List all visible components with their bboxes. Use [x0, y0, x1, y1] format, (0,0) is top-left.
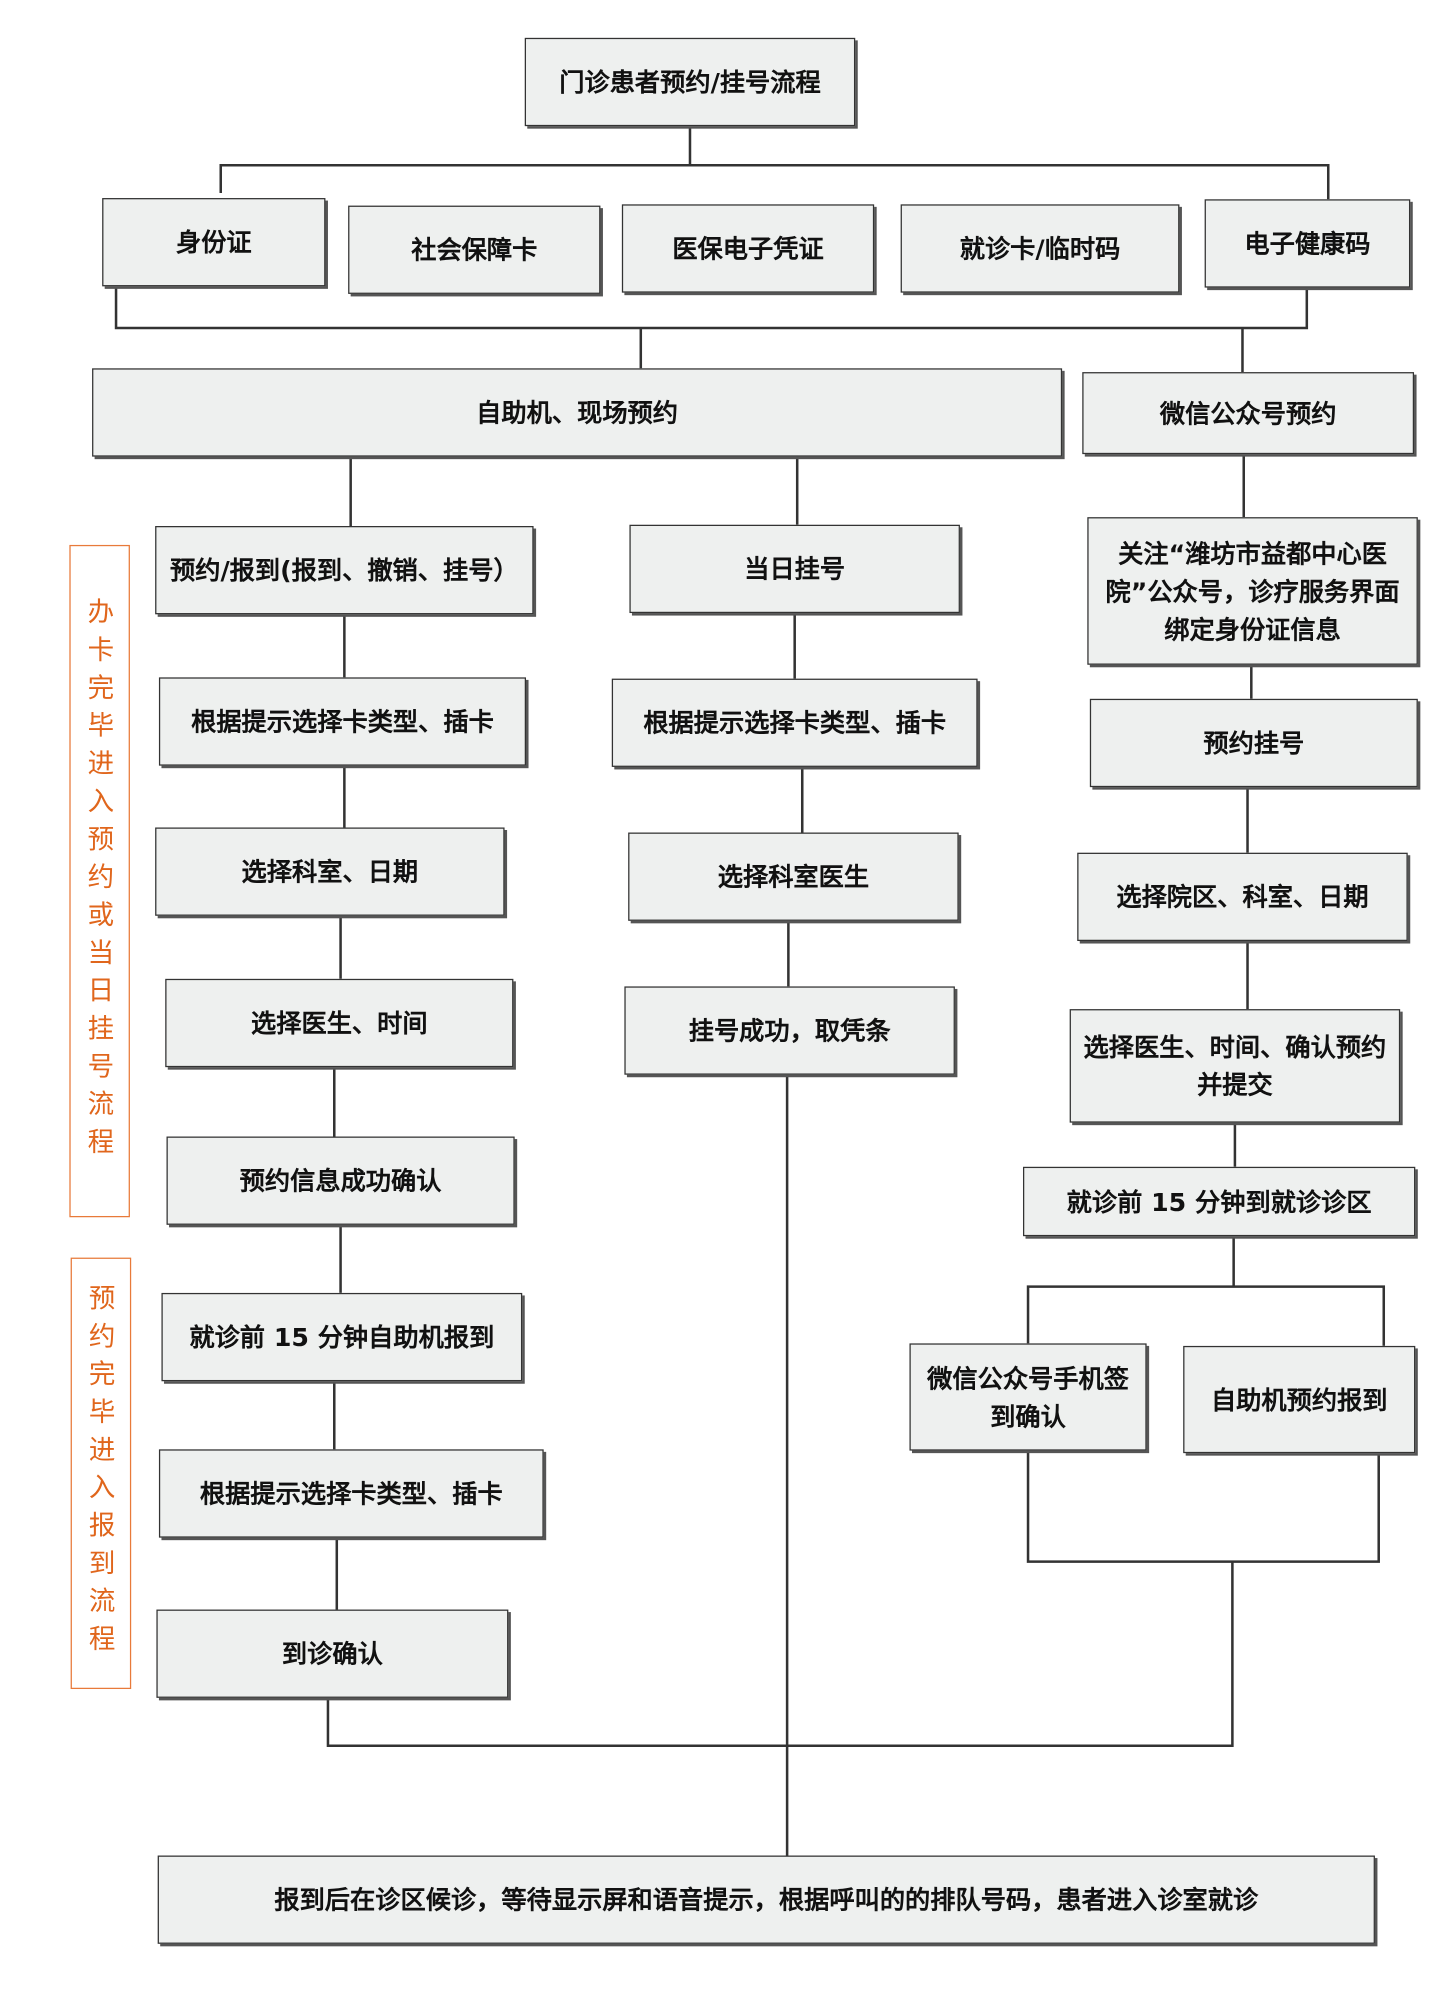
right-step-3: 选择院区、科室、日期	[1077, 852, 1408, 942]
left-step-1: 预约/报到(报到、撤销、挂号）	[155, 526, 534, 615]
left-step-4: 选择医生、时间	[165, 978, 514, 1068]
middle-step-4: 挂号成功，取凭条	[624, 986, 955, 1075]
side-label-registration: 办卡完毕进入预约或当日挂号流程	[69, 544, 130, 1218]
middle-step-2: 根据提示选择卡类型、插卡	[611, 678, 978, 767]
final-step: 报到后在诊区候诊，等待显示屏和语音提示，根据呼叫的的排队号码，患者进入诊室就诊	[157, 1855, 1375, 1944]
side-label-checkin: 预约完毕进入报到流程	[70, 1257, 132, 1690]
channel-onsite: 自助机、现场预约	[92, 368, 1063, 457]
channel-wechat: 微信公众号预约	[1082, 372, 1415, 455]
right-step-4: 选择医生、时间、确认预约并提交	[1069, 1009, 1401, 1123]
id-type-id-card: 身份证	[102, 198, 326, 287]
left-step-7: 根据提示选择卡类型、插卡	[158, 1449, 544, 1538]
left-step-3: 选择科室、日期	[155, 827, 505, 916]
left-step-6: 就诊前 15 分钟自助机报到	[161, 1292, 523, 1382]
right-step-kiosk-checkin: 自助机预约报到	[1183, 1345, 1416, 1454]
left-step-8: 到诊确认	[156, 1609, 509, 1698]
middle-step-3: 选择科室医生	[628, 832, 959, 921]
id-type-social-security-card: 社会保障卡	[348, 205, 601, 294]
right-step-1: 关注“潍坊市益都中心医院”公众号，诊疗服务界面绑定身份证信息	[1087, 517, 1418, 665]
right-step-5: 就诊前 15 分钟到就诊诊区	[1022, 1166, 1416, 1237]
middle-step-1: 当日挂号	[629, 524, 960, 614]
flowchart-title: 门诊患者预约/挂号流程	[524, 37, 856, 127]
id-type-health-code: 电子健康码	[1204, 199, 1411, 288]
left-step-2: 根据提示选择卡类型、插卡	[158, 677, 527, 766]
left-step-5: 预约信息成功确认	[166, 1136, 515, 1225]
id-type-clinic-card: 就诊卡/临时码	[900, 204, 1180, 293]
right-step-wechat-checkin: 微信公众号手机签到确认	[909, 1343, 1147, 1451]
id-type-medical-insurance-e-voucher: 医保电子凭证	[621, 204, 875, 293]
right-step-2: 预约挂号	[1089, 698, 1418, 788]
